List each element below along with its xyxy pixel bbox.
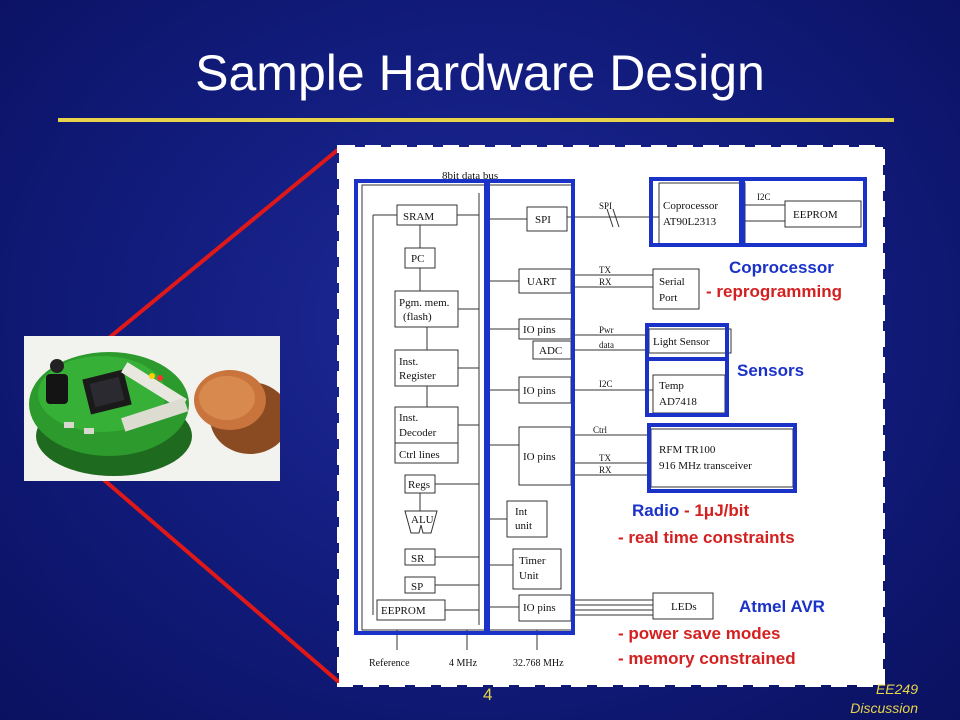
dashed-border [339, 147, 883, 685]
periph-spi: SPI [535, 214, 551, 226]
ext-coprocessor-1: Coprocessor [663, 200, 718, 212]
block-ctrl-lines: Ctrl lines [399, 449, 440, 461]
signal-i2c-1: I2C [599, 379, 613, 389]
block-eeprom-internal: EEPROM [381, 605, 426, 617]
block-pc: PC [411, 253, 424, 265]
ext-radio-2: 916 MHz transceiver [659, 460, 752, 472]
annotation-radio-rate: - 1μJ/bit [683, 501, 750, 520]
annotation-memory: - memory constrained [618, 649, 796, 668]
ext-radio-1: RFM TR100 [659, 444, 716, 456]
signal-data: data [599, 340, 614, 350]
block-alu: ALU [411, 514, 434, 526]
periph-uart: UART [527, 276, 557, 288]
highlight-eeprom [739, 177, 867, 247]
annotation-radio: Radio - 1μJ/bit [632, 502, 749, 519]
course-label: EE249 Discussion [850, 680, 918, 718]
ext-leds: LEDs [671, 601, 697, 613]
block-sram: SRAM [403, 211, 434, 223]
annotation-atmel: Atmel AVR [739, 597, 825, 616]
block-inst-dec-2: Decoder [399, 427, 437, 439]
clock-reference: Reference [369, 658, 410, 669]
sensor-node-photo [24, 336, 280, 481]
periph-timer-2: Unit [519, 570, 539, 582]
ext-serial-1: Serial [659, 276, 685, 288]
ext-eeprom: EEPROM [793, 209, 838, 221]
annotation-sensors: Sensors [737, 361, 805, 380]
annotation-coprocessor: Coprocessor [729, 258, 834, 277]
periph-timer-1: Timer [519, 555, 546, 567]
periph-io-3: IO pins [523, 451, 556, 463]
highlight-mcu-peripherals [484, 179, 575, 635]
slide-title: Sample Hardware Design [195, 45, 765, 101]
annotation-realtime: - real time constraints [618, 528, 795, 547]
block-inst-reg-1: Inst. [399, 356, 419, 368]
block-inst-reg-2: Register [399, 370, 436, 382]
ext-temp-2: AD7418 [659, 396, 697, 408]
block-inst-dec-1: Inst. [399, 412, 419, 424]
periph-int-1: Int [515, 506, 527, 518]
highlight-temp-sensor [645, 357, 729, 417]
course-label-line2: Discussion [850, 700, 918, 716]
signal-i2c-2: I2C [757, 192, 771, 202]
periph-io-1: IO pins [523, 324, 556, 336]
bus-label: 8bit data bus [442, 170, 498, 182]
block-sp: SP [411, 581, 423, 593]
ext-light-sensor: Light Sensor [653, 336, 710, 348]
signal-spi: SPI [599, 201, 612, 211]
block-flash: (flash) [403, 311, 432, 323]
periph-int-2: unit [515, 520, 532, 532]
signal-tx-2: TX [599, 453, 611, 463]
signal-rx-2: RX [599, 465, 612, 475]
leader-line-bottom [102, 478, 342, 685]
title-underline [58, 118, 894, 122]
ext-coprocessor-2: AT90L2313 [663, 216, 717, 228]
hardware-block-diagram: 8bit data bus SRAM PC Pgm. mem. (flash) … [337, 145, 885, 687]
periph-io-4: IO pins [523, 602, 556, 614]
annotation-reprogramming: - reprogramming [706, 282, 843, 301]
annotation-radio-label: Radio [632, 501, 680, 520]
signal-tx-1: TX [599, 265, 611, 275]
signal-ctrl: Ctrl [593, 425, 608, 435]
signal-rx-1: RX [599, 277, 612, 287]
block-regs: Regs [408, 479, 430, 491]
signal-pwr: Pwr [599, 325, 614, 335]
ext-temp-1: Temp [659, 380, 684, 392]
annotation-power-save: - power save modes [618, 624, 781, 643]
highlight-radio [647, 423, 797, 493]
course-label-line1: EE249 [875, 681, 918, 697]
clock-4mhz: 4 MHz [449, 658, 478, 669]
block-pgm-mem: Pgm. mem. [399, 297, 450, 309]
leader-line-top [102, 146, 342, 344]
block-sr: SR [411, 553, 425, 565]
page-number: 4 [483, 685, 493, 704]
periph-adc: ADC [539, 345, 562, 357]
periph-io-2: IO pins [523, 385, 556, 397]
clock-32khz: 32.768 MHz [513, 658, 564, 669]
ext-serial-2: Port [659, 292, 677, 304]
